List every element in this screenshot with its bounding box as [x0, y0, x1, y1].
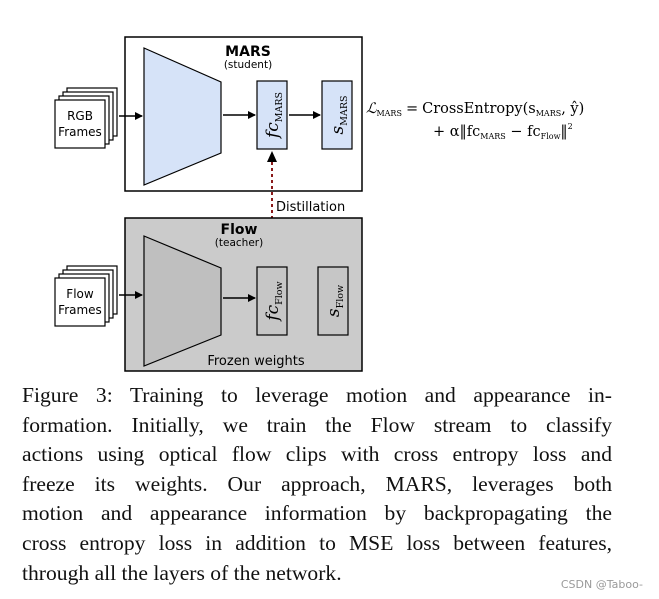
- loss-reg-tail: ‖: [560, 124, 567, 140]
- fc-mars-sub: MARS: [274, 92, 285, 122]
- distillation-arrowhead: [267, 151, 277, 162]
- fc-mars-box: [256, 80, 288, 150]
- loss-reg-mid: − fc: [506, 124, 541, 140]
- svg-text:sMARS: sMARS: [328, 96, 350, 135]
- loss-lhs: ℒ: [366, 101, 377, 117]
- rgb-label-line1: RGB: [67, 109, 93, 123]
- loss-ce-tail: , ŷ): [561, 100, 584, 117]
- frozen-weights-label: Frozen weights: [207, 354, 305, 369]
- flow-frames-stack: Flow Frames: [54, 265, 118, 327]
- architecture-figure: MARS (student) RGB Frames fcMARS sMARS ℒ…: [54, 36, 584, 372]
- fc-flow-label: fc: [263, 304, 283, 322]
- loss-formula: ℒMARS=CrossEntropy(sMARS, ŷ) + α‖fcMARS …: [366, 100, 584, 141]
- rgb-label-line2: Frames: [58, 125, 102, 139]
- s-mars-label: s: [328, 125, 348, 134]
- loss-reg-sub1: MARS: [480, 132, 505, 141]
- svg-text:+ α‖fcMARS − fcFlow‖2: + α‖fcMARS − fcFlow‖2: [433, 122, 573, 141]
- loss-ce: CrossEntropy(s: [422, 101, 536, 117]
- s-flow-box: [317, 266, 349, 336]
- fc-mars-label: fc: [263, 122, 283, 140]
- loss-reg-prefix: + α‖fc: [433, 124, 480, 140]
- s-mars-box: [321, 80, 353, 150]
- s-mars-sub: MARS: [339, 96, 350, 126]
- s-flow-sub: Flow: [335, 285, 346, 308]
- svg-text:ℒMARS=CrossEntropy(sMARS, ŷ): ℒMARS=CrossEntropy(sMARS, ŷ): [366, 100, 584, 118]
- flow-label-line1: Flow: [66, 287, 94, 301]
- caption-line-3: actions using optical flow clips with cr…: [22, 442, 612, 467]
- figure-caption: Figure 3: Training to leverage motion an…: [22, 381, 612, 588]
- watermark: CSDN @Taboo-: [560, 578, 643, 591]
- svg-text:fcMARS: fcMARS: [263, 92, 285, 140]
- caption-line-5: motion and appearance information by bac…: [22, 501, 612, 526]
- student-subtitle: (student): [224, 59, 272, 71]
- caption-line-6: cross entropy loss in addition to MSE lo…: [22, 530, 612, 555]
- student-encoder: [143, 47, 222, 186]
- svg-text:sFlow: sFlow: [324, 285, 346, 317]
- teacher-encoder: [143, 235, 222, 367]
- fc-flow-sub: Flow: [274, 281, 285, 304]
- rgb-frames-stack: RGB Frames: [54, 87, 118, 149]
- s-flow-label: s: [324, 308, 344, 317]
- flow-label-line2: Frames: [58, 303, 102, 317]
- loss-ce-sub: MARS: [536, 109, 561, 118]
- teacher-subtitle: (teacher): [215, 237, 263, 249]
- svg-text:fcFlow: fcFlow: [263, 281, 285, 322]
- loss-reg-pow: 2: [568, 122, 573, 131]
- caption-line-2: formation. Initially, we train the Flow …: [22, 412, 612, 437]
- caption-line-7: through all the layers of the network.: [22, 560, 342, 585]
- student-title: MARS: [225, 44, 271, 60]
- fc-flow-box: [256, 266, 288, 336]
- loss-eq: =: [406, 101, 418, 117]
- teacher-title: Flow: [221, 222, 258, 238]
- caption-line-1: Figure 3: Training to leverage motion an…: [22, 383, 612, 407]
- caption-line-4: freeze its weights. Our approach, MARS, …: [22, 471, 612, 496]
- loss-reg-sub2: Flow: [541, 132, 561, 141]
- loss-lhs-sub: MARS: [376, 109, 401, 118]
- distillation-label: Distillation: [276, 200, 345, 215]
